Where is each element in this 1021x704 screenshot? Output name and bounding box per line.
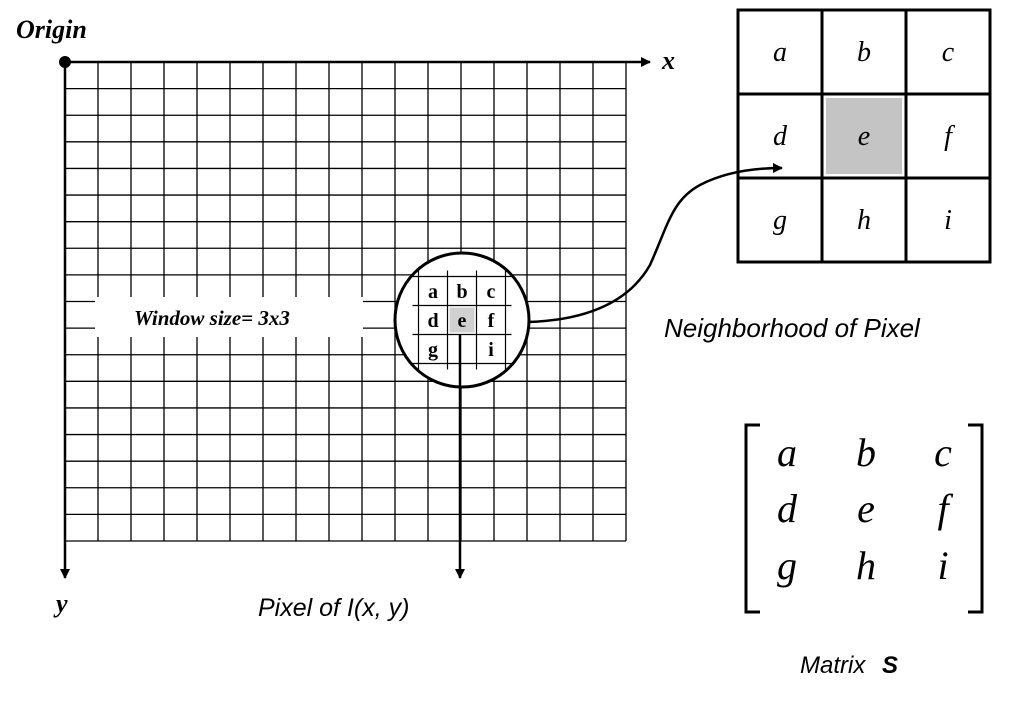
matrix-entry: e: [857, 486, 875, 531]
matrix-left-bracket: [744, 423, 760, 614]
neighborhood-cell-highlight: [826, 98, 902, 174]
matrix-caption-symbol: S: [882, 652, 898, 679]
neighborhood-caption: Neighborhood of Pixel: [664, 313, 921, 343]
window-cell-label: f: [488, 310, 495, 332]
matrix-caption: Matrix S: [800, 652, 898, 679]
neighborhood-cell-label: g: [773, 205, 787, 236]
matrix-entry: h: [856, 543, 876, 588]
matrix-entry: a: [777, 430, 797, 475]
window-cell-label: d: [427, 310, 438, 332]
matrix-cells: a b c d e f g h i: [777, 430, 953, 588]
neighborhood-cell-label: i: [944, 205, 952, 236]
connector-arrow: [527, 163, 783, 324]
neighborhood-cell-label: c: [942, 37, 955, 68]
window-circle: [393, 251, 531, 389]
window-cell-label: g: [428, 339, 438, 361]
neighborhood-cell-label: b: [857, 37, 871, 68]
origin-dot: [59, 56, 71, 68]
y-axis-label: y: [53, 589, 68, 618]
matrix-entry: i: [937, 543, 948, 588]
window-cell-label: i: [488, 339, 494, 361]
neighborhood-cell-label: e: [858, 121, 870, 152]
window-cell-label: e: [458, 310, 467, 332]
matrix-caption-prefix: Matrix: [800, 652, 866, 679]
matrix-entry: c: [934, 430, 952, 475]
window-cell-label: a: [428, 281, 438, 303]
origin-label: Origin: [16, 15, 87, 44]
window-cell-highlight: [449, 307, 475, 333]
window-cell-label: b: [456, 281, 467, 303]
neighborhood-grid: a b c d e f g h i: [736, 8, 992, 264]
matrix-entry: g: [777, 543, 797, 588]
matrix-right-bracket: [968, 423, 984, 614]
window-size-box: [95, 297, 363, 337]
pixel-caption: Pixel of I(x, y): [258, 594, 409, 622]
window-size-label: Window size= 3x3: [134, 306, 290, 330]
matrix-entry: b: [856, 430, 876, 475]
neighborhood-cell-label: a: [773, 37, 787, 68]
neighborhood-cell-label: d: [773, 121, 788, 152]
neighborhood-border: [736, 8, 992, 264]
matrix-entry: f: [937, 486, 953, 531]
x-axis-label: x: [661, 46, 675, 75]
matrix-entry: d: [777, 486, 798, 531]
neighborhood-cell-label: f: [944, 121, 955, 152]
neighborhood-cell-label: h: [857, 205, 871, 236]
window-cell-label: c: [487, 281, 496, 303]
